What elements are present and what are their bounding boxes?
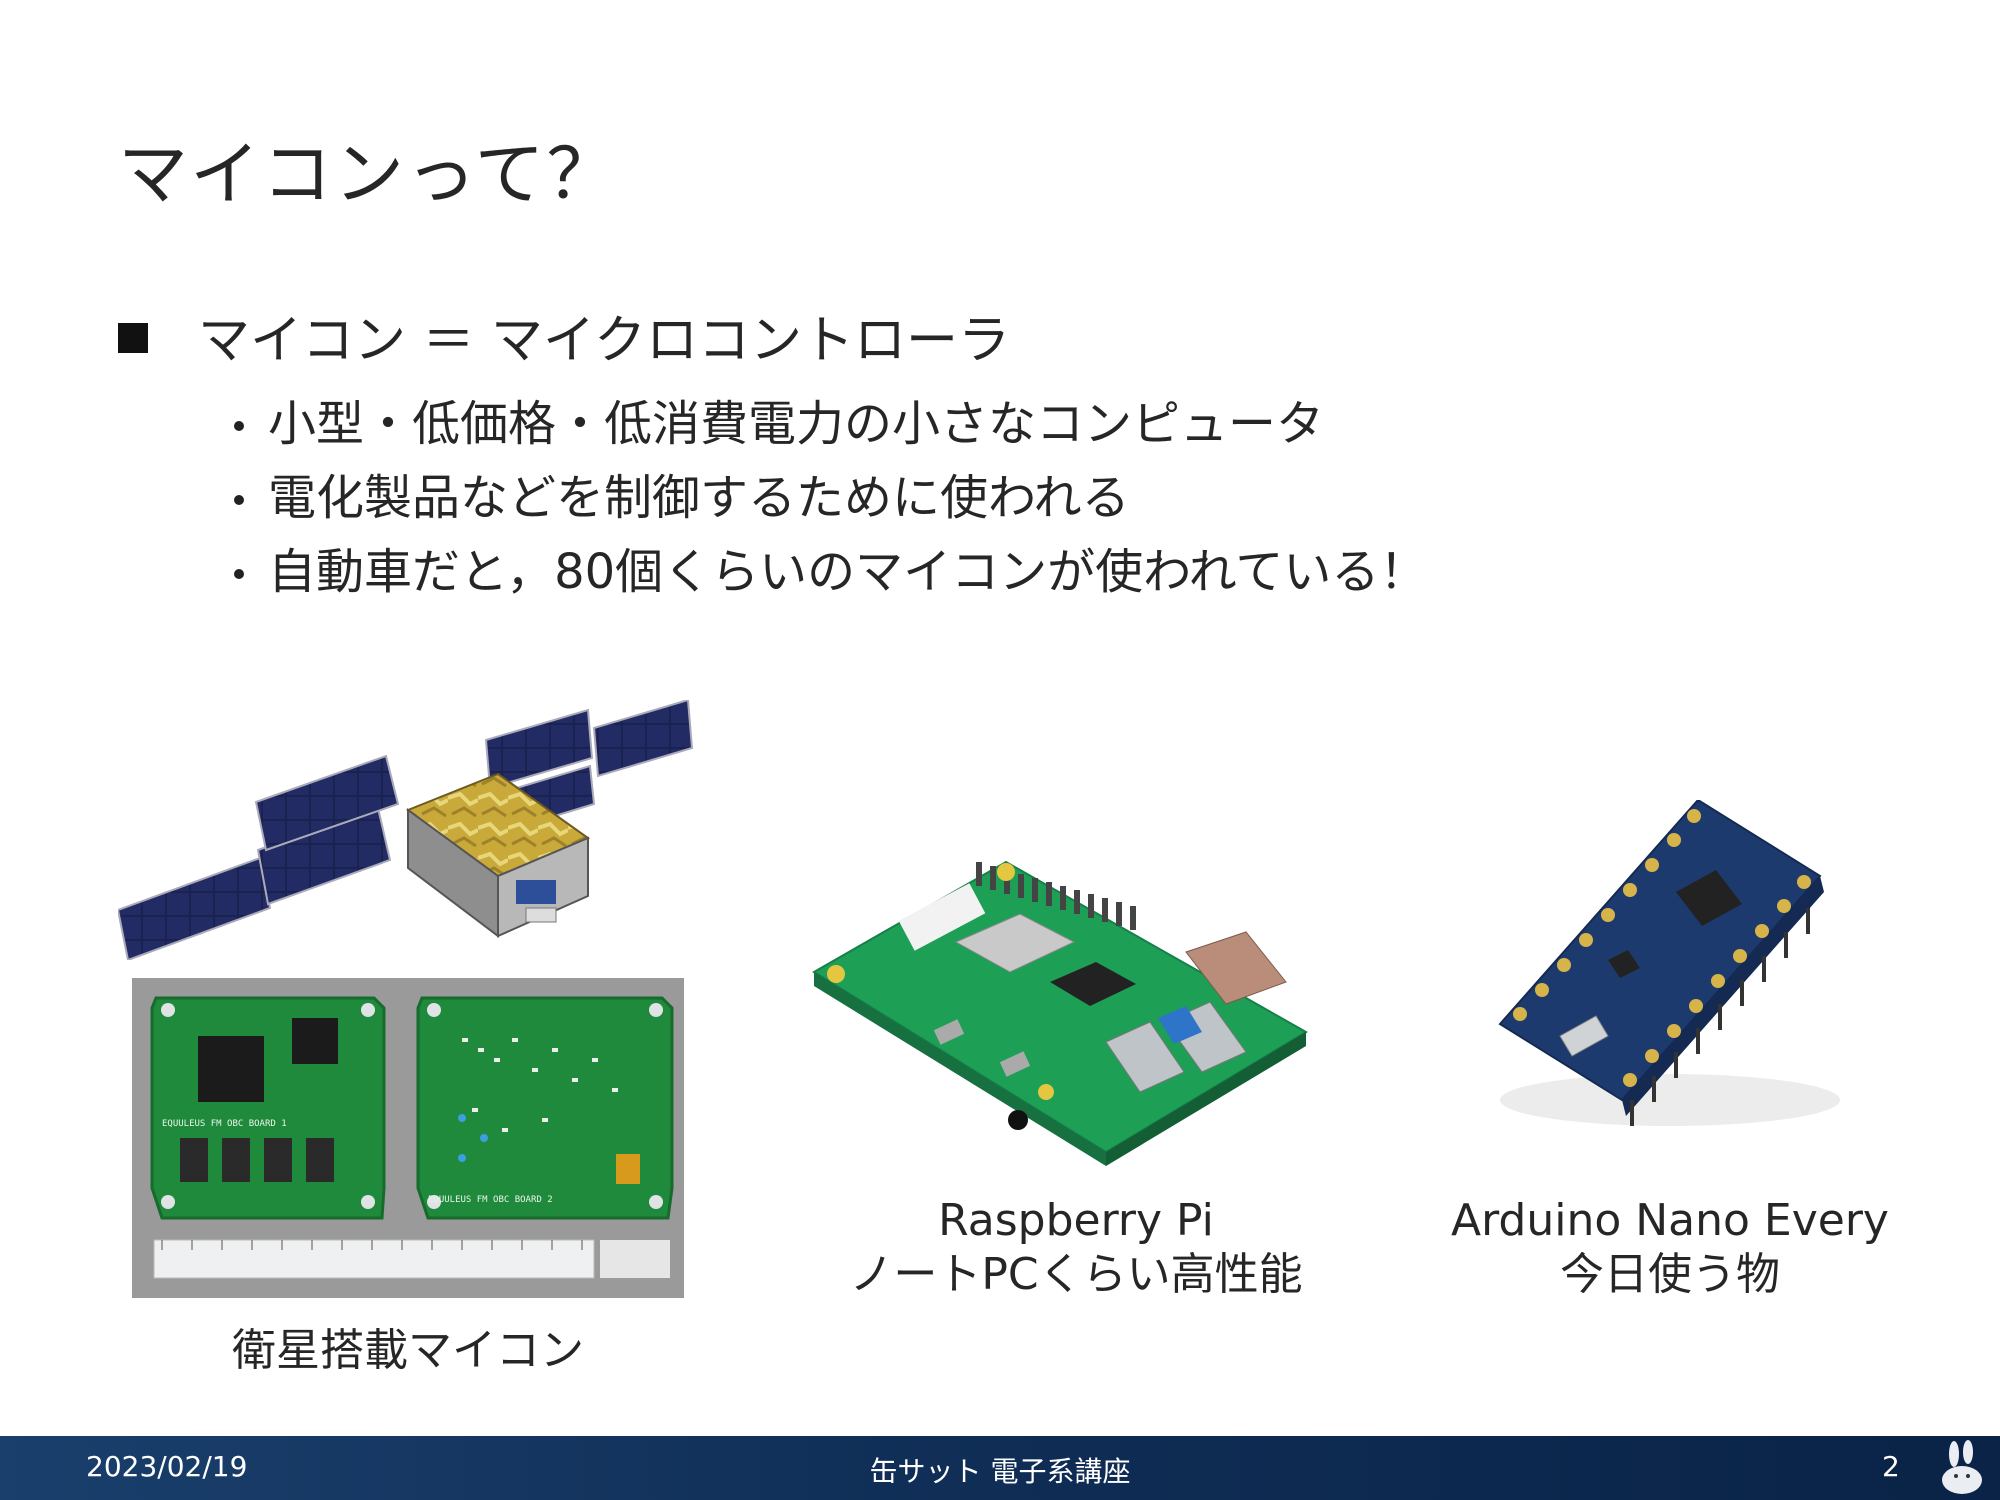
sub-bullet: 電化製品などを制御するために使われる: [234, 461, 1427, 535]
bullet-list: マイコン ＝ マイクロコントローラ 小型・低価格・低消費電力の小さなコンピュータ…: [118, 298, 1427, 609]
arduino-caption-line1: Arduino Nano Every: [1451, 1195, 1889, 1246]
slide-title: マイコンって？: [118, 133, 619, 215]
sub-bullet-text: 自動車だと，80個くらいのマイコンが使われている！: [268, 544, 1428, 600]
raspberry-pi-image: [812, 860, 1308, 1166]
bullet-main-text: マイコン ＝ マイクロコントローラ: [198, 311, 1011, 371]
dot-bullet-icon: [234, 421, 244, 431]
dot-bullet-icon: [234, 495, 244, 505]
satellite-caption: 衛星搭載マイコン: [232, 1325, 584, 1376]
arduino-caption: Arduino Nano Every 今日使う物: [1440, 1194, 1900, 1302]
satellite-image: [118, 700, 694, 960]
footer-bar: 2023/02/19 缶サット 電子系講座 2: [0, 1436, 2000, 1500]
square-bullet-icon: [118, 322, 148, 353]
sub-bullet-text: 電化製品などを制御するために使われる: [268, 470, 1130, 526]
raspberry-caption: Raspberry Pi ノートPCくらい高性能: [806, 1194, 1346, 1302]
board2-label: EQUULEUS FM OBC BOARD 2: [428, 1195, 553, 1205]
raspberry-caption-line2: ノートPCくらい高性能: [849, 1249, 1303, 1300]
footer-title: 缶サット 電子系講座: [869, 1455, 1131, 1488]
sub-bullet-text: 小型・低価格・低消費電力の小さなコンピュータ: [268, 396, 1325, 452]
sub-bullet: 自動車だと，80個くらいのマイコンが使われている！: [234, 535, 1428, 609]
arduino-nano-image: [1498, 800, 1840, 1126]
arduino-caption-line2: 今日使う物: [1560, 1249, 1780, 1300]
satellite-pcb-image: EQUULEUS FM OBC BOARD 1 EQUULEUS FM OBC …: [132, 978, 684, 1298]
board1-label: EQUULEUS FM OBC BOARD 1: [162, 1119, 287, 1129]
raspberry-caption-line1: Raspberry Pi: [938, 1195, 1214, 1246]
sub-bullet: 小型・低価格・低消費電力の小さなコンピュータ: [234, 387, 1427, 461]
dot-bullet-icon: [234, 569, 244, 579]
rabbit-logo-icon: [1942, 1440, 1982, 1494]
bullet-main: マイコン ＝ マイクロコントローラ: [118, 298, 1427, 373]
footer-date: 2023/02/19: [86, 1450, 248, 1483]
page-number: 2: [1882, 1450, 1900, 1483]
